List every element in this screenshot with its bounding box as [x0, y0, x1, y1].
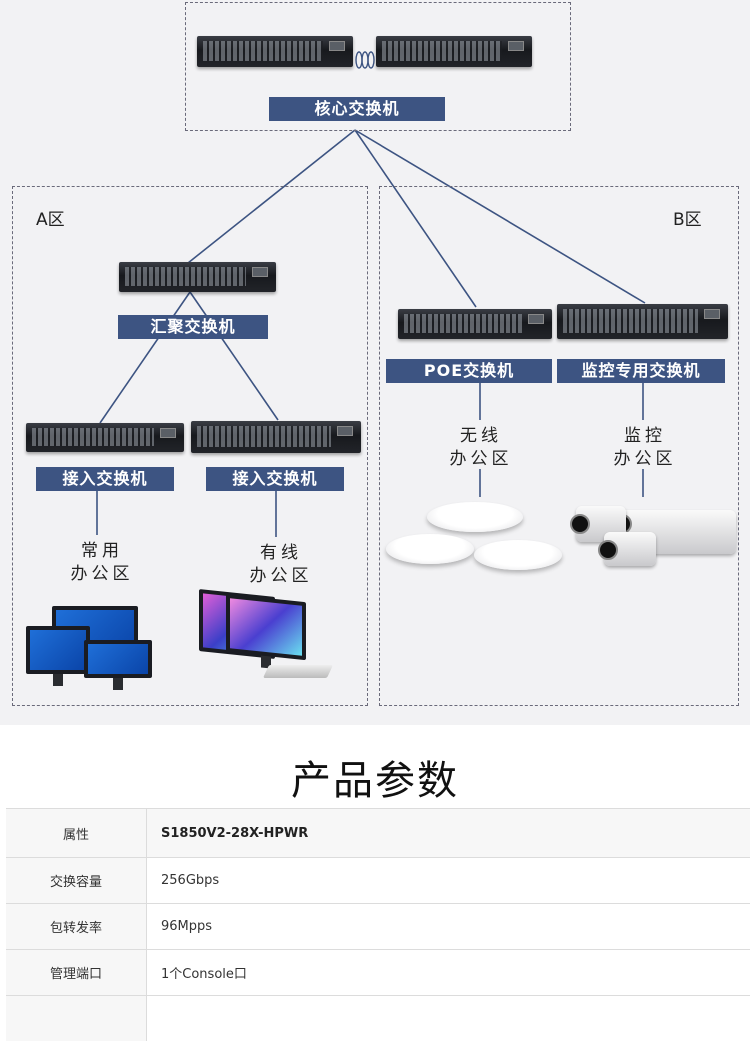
aggregation-switch	[119, 262, 276, 292]
product-params-table: 属性 S1850V2-28X-HPWR 交换容量 256Gbps 包转发率 96…	[6, 808, 750, 1041]
wireless-office-area-text: 无线 办公区	[426, 425, 536, 471]
wireless-office-line1: 无线	[426, 425, 536, 448]
wired-monitor-icon-2	[226, 594, 306, 660]
table-row: 管理端口 1个Console口	[6, 950, 750, 996]
access-switch-2	[191, 421, 361, 453]
core-switch-left	[197, 36, 353, 67]
poe-switch-label: POE交换机	[386, 359, 552, 383]
params-header-key: 属性	[6, 809, 147, 858]
core-switch-right	[376, 36, 532, 67]
table-row: 包转发率 96Mpps	[6, 904, 750, 950]
access-switch-1-label: 接入交换机	[36, 467, 174, 491]
wireless-office-line2: 办公区	[426, 448, 536, 471]
aggregation-switch-label: 汇聚交换机	[118, 315, 268, 339]
param-value: 1个Console口	[147, 950, 750, 996]
wired-office-line1: 有线	[226, 542, 336, 565]
common-office-line2: 办公区	[47, 563, 157, 586]
params-header-row: 属性 S1850V2-28X-HPWR	[6, 809, 750, 858]
keyboard-icon	[263, 665, 333, 678]
access-switch-1	[26, 423, 184, 452]
wired-office-area-text: 有线 办公区	[226, 542, 336, 588]
common-office-area-text: 常用 办公区	[47, 540, 157, 586]
common-office-line1: 常用	[47, 540, 157, 563]
monitor-office-line2: 办公区	[590, 448, 700, 471]
network-topology-diagram: 核心交换机 A区 汇聚交换机 接入交换机 接入交换机 常用 办公区 有线 办公区…	[0, 0, 750, 725]
core-switch-label: 核心交换机	[269, 97, 445, 121]
params-header-value: S1850V2-28X-HPWR	[147, 809, 750, 858]
param-key: 包转发率	[6, 904, 147, 950]
wireless-ap-icon-2	[386, 534, 474, 564]
desktop-monitor-icon-2	[26, 626, 90, 674]
zone-a-label: A区	[36, 205, 65, 230]
param-key-empty	[6, 996, 147, 1041]
monitor-office-area-text: 监控 办公区	[590, 425, 700, 471]
param-value: 96Mpps	[147, 904, 750, 950]
poe-switch	[398, 309, 552, 339]
wireless-ap-icon-1	[427, 502, 523, 532]
wireless-ap-icon-3	[474, 540, 562, 570]
param-value: 256Gbps	[147, 858, 750, 904]
cctv-camera-icon-bottom	[604, 532, 656, 566]
table-row: 交换容量 256Gbps	[6, 858, 750, 904]
zone-b-label: B区	[673, 205, 702, 230]
access-switch-2-label: 接入交换机	[206, 467, 344, 491]
monitor-switch	[557, 304, 728, 339]
wired-office-line2: 办公区	[226, 565, 336, 588]
table-row	[6, 996, 750, 1041]
param-value-empty	[147, 996, 750, 1041]
param-key: 交换容量	[6, 858, 147, 904]
section-title: 产品参数	[0, 748, 750, 806]
monitor-switch-label: 监控专用交换机	[557, 359, 725, 383]
monitor-office-line1: 监控	[590, 425, 700, 448]
param-key: 管理端口	[6, 950, 147, 996]
desktop-monitor-icon-3	[84, 640, 152, 678]
